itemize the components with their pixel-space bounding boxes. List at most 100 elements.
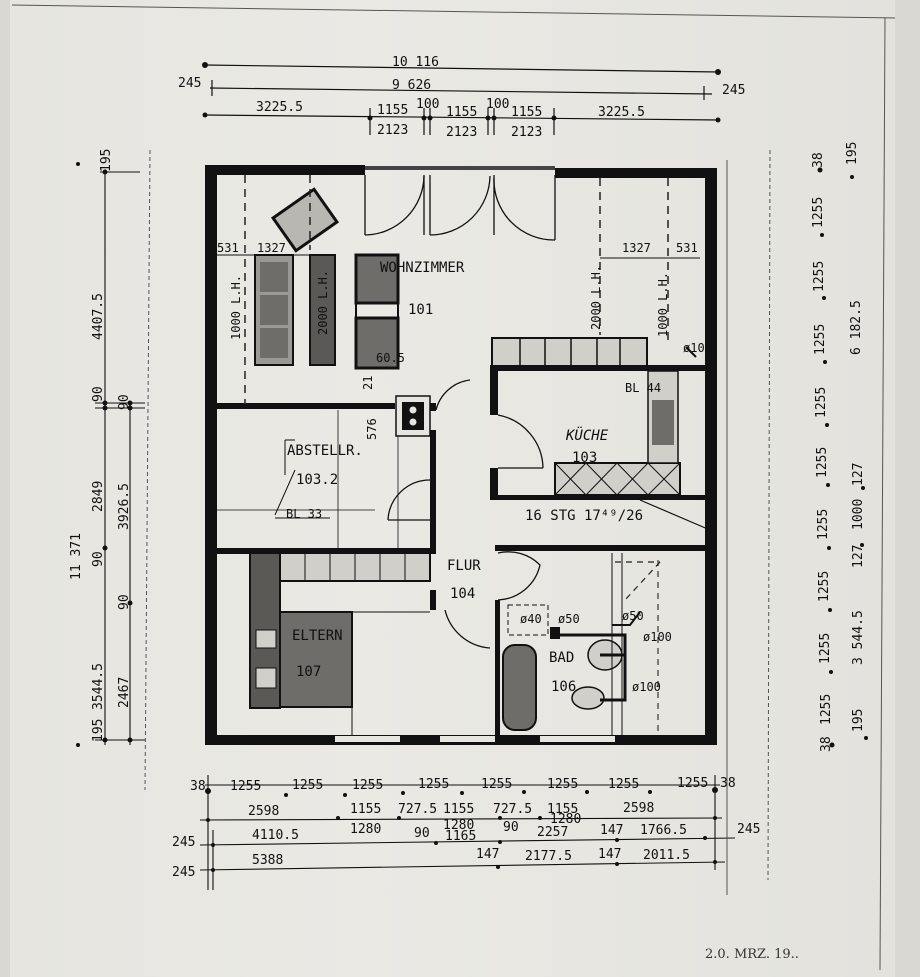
dim-wz-lh1000-right: 1000 L.H. [656, 272, 670, 337]
exterior-walls [205, 165, 717, 745]
dim-bottom-r2-2: 727.5 [398, 802, 437, 817]
dim-left-90b: 90 [117, 394, 132, 410]
dim-bottom-r3-1: 4110.5 [252, 828, 299, 843]
dim-top-row3-4: 100 [486, 97, 509, 112]
dim-right-195-top: 195 [845, 142, 860, 165]
dim-bottom-38-right: 38 [720, 776, 736, 791]
dim-bottom-r3-245-left: 245 [172, 835, 195, 850]
dim-right-127a: 127 [851, 463, 866, 486]
dim-left-90d: 90 [117, 594, 132, 610]
dim-right-127b: 127 [851, 545, 866, 568]
dim-bottom-r1-1: 1255 [230, 779, 261, 794]
dim-right-1255-9: 1255 [819, 694, 834, 725]
pipe-50a: ø50 [558, 612, 580, 626]
date-stamp: 2.0. MRZ. 19.. [705, 947, 799, 962]
dim-right-1255-8: 1255 [818, 633, 833, 664]
dim-right-195-bottom: 195 [851, 709, 866, 732]
dim-left-overall: 11 371 [69, 533, 84, 580]
dim-bottom-r1-5: 1255 [481, 777, 512, 792]
interior-walls [217, 365, 707, 740]
dim-bottom-r3-3: 1165 [445, 829, 476, 844]
dim-bottom-r2-4: 727.5 [493, 802, 532, 817]
dim-bottom-sub-2: 1280 [550, 812, 581, 827]
pipe-50b: ø50 [622, 609, 644, 623]
living-room-furniture [254, 187, 400, 370]
pipe-100-kitchen: ø100 [683, 341, 712, 355]
dim-bottom-r3-7: 1766.5 [640, 823, 687, 838]
stair-label: 16 STG 17⁴⁹/26 [525, 508, 643, 524]
dim-576: 576 [365, 418, 379, 440]
dim-bottom-r2-1: 1155 [350, 802, 381, 817]
dim-top-row3-5: 1155 [511, 105, 542, 120]
room-name-kueche: KÜCHE [565, 426, 609, 444]
room-name-eltern: ELTERN [292, 628, 343, 644]
dim-wz-1327-right: 1327 [622, 241, 651, 255]
room-name-wohnzimmer: WOHNZIMMER [380, 260, 465, 276]
dim-bottom-r4-5388: 5388 [252, 853, 283, 868]
dim-right-1255-4: 1255 [814, 387, 829, 418]
room-name-abstellraum: ABSTELLR. [287, 443, 363, 459]
balcony-doors [364, 175, 556, 241]
dim-right-1255-3: 1255 [813, 324, 828, 355]
dim-top-right-offset: 245 [722, 83, 745, 98]
dim-right-1255-2: 1255 [812, 261, 827, 292]
dim-right-38-top: 38 [811, 152, 826, 168]
pipe-100-bath2: ø100 [632, 680, 661, 694]
room-number-wohnzimmer: 101 [408, 302, 433, 318]
top-dimension-lines [204, 64, 721, 135]
dim-bottom-r4-2011: 2011.5 [643, 848, 690, 863]
dim-605: 60.5 [376, 351, 405, 365]
dim-top-left-offset: 245 [178, 76, 201, 91]
room-number-bad: 106 [551, 679, 576, 695]
chair-bottom [354, 316, 400, 370]
dim-left-195-top: 195 [99, 149, 114, 172]
dim-wz-lh-sofa: 2000 L.H. [316, 270, 330, 335]
dim-bottom-r4-147b: 147 [598, 847, 621, 862]
dim-top-row3-0: 3225.5 [256, 100, 303, 115]
room-name-bad: BAD [549, 650, 574, 666]
abstellraum-note: BL 33 [286, 507, 322, 521]
room-number-eltern: 107 [296, 664, 321, 680]
bottom-dimension-lines [199, 775, 736, 890]
dim-right-1000: 1000 [851, 499, 866, 530]
dim-right-1255-5: 1255 [815, 447, 830, 478]
dim-left-3926: 3926.5 [117, 483, 132, 530]
dim-bottom-r3-6: 147 [600, 823, 623, 838]
dim-bottom-sub-1: 1280 [443, 818, 474, 833]
dim-bottom-r1-2: 1255 [292, 778, 323, 793]
dim-top-row3-1: 1155 [377, 103, 408, 118]
dim-bottom-r4-245: 245 [172, 865, 195, 880]
dim-top-row3-3: 1155 [446, 105, 477, 120]
paper-sheet [10, 0, 895, 977]
dim-left-90c: 90 [91, 551, 106, 567]
dim-bottom-sub-0: 1280 [350, 822, 381, 837]
dim-bottom-r1-6: 1255 [547, 777, 578, 792]
dim-top-row3-2: 100 [416, 97, 439, 112]
dim-right-3544: 3 544.5 [851, 610, 866, 665]
dim-bottom-r2-5: 1155 [547, 802, 578, 817]
dim-top-sub-1: 2123 [446, 125, 477, 140]
dim-bottom-r2-6: 2598 [623, 801, 654, 816]
pipe-100-bath1: ø100 [643, 630, 672, 644]
armchair [270, 187, 340, 253]
toilet [571, 686, 605, 710]
bedroom-furniture [249, 552, 431, 709]
room-number-flur: 104 [450, 586, 475, 602]
dim-bottom-r3-5: 2257 [537, 825, 568, 840]
dim-right-1255-6: 1255 [816, 509, 831, 540]
room-number-abstellraum: 103.2 [296, 472, 338, 488]
bathtub [502, 644, 537, 731]
dim-bottom-r1-7: 1255 [608, 777, 639, 792]
dim-bottom-r2-0: 2598 [248, 804, 279, 819]
dim-wz-lh-left: 1000 L.H. [229, 275, 243, 340]
dim-top-sub-2: 2123 [511, 125, 542, 140]
dim-bottom-r1-4: 1255 [418, 777, 449, 792]
dim-bottom-r4-147a: 147 [476, 847, 499, 862]
dim-right-6182: 6 182.5 [849, 300, 864, 355]
dim-wz-531-right: 531 [676, 241, 698, 255]
dim-bottom-r3-2: 90 [414, 826, 430, 841]
interior-doors [387, 379, 544, 649]
dim-left-90a: 90 [91, 386, 106, 402]
dim-top-sub-0: 2123 [377, 123, 408, 138]
